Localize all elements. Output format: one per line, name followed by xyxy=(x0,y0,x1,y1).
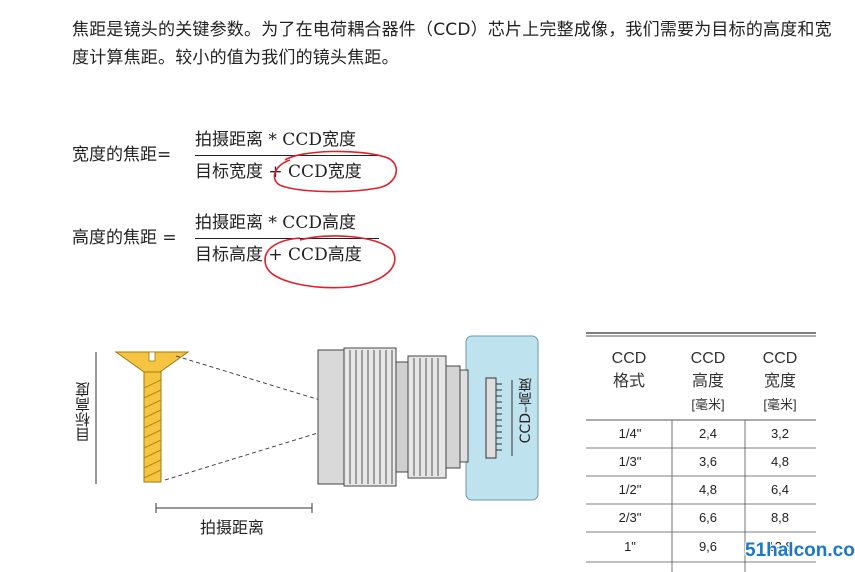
distance-dimension xyxy=(155,503,313,513)
formula-width-denominator: 目标宽度 + CCD宽度 xyxy=(195,162,362,183)
formula-width-numerator: 拍摄距离 * CCD宽度 xyxy=(195,130,356,150)
formula-height-denominator: 目标高度 + CCD高度 xyxy=(195,245,362,266)
table-header-height: CCD 高度 [毫米] xyxy=(690,350,726,412)
fraction-bar xyxy=(195,155,379,157)
formula-width-lhs: 宽度的焦距= xyxy=(72,145,172,165)
fraction-bar xyxy=(195,238,379,240)
red-annotation-circle-width xyxy=(273,150,398,193)
distance-label: 拍摄距离 xyxy=(200,518,265,537)
table-rules xyxy=(586,332,816,572)
ccd-height-label: CCD–高度 xyxy=(518,378,534,444)
watermark: 51halcon.com xyxy=(745,540,855,561)
formula-height-numerator: 拍摄距离 * CCD高度 xyxy=(195,213,356,233)
lens-illustration xyxy=(317,347,461,487)
formula-height-fraction: 拍摄距离 * CCD高度 目标高度 + CCD高度 xyxy=(195,209,379,269)
formula-width-fraction: 拍摄距离 * CCD宽度 目标宽度 + CCD宽度 xyxy=(195,126,379,186)
table-header-format: CCD 格式 xyxy=(611,350,647,390)
table-header-width: CCD 宽度 [毫米] xyxy=(762,350,798,412)
ccd-camera-illustration xyxy=(459,335,539,501)
red-annotation-circle-height xyxy=(264,235,396,289)
target-height-label: 目标高度 xyxy=(74,382,92,442)
screw-illustration xyxy=(114,351,190,483)
intro-paragraph: 焦距是镜头的关键参数。为了在电荷耦合器件（CCD）芯片上完整成像，我们需要为目标… xyxy=(72,20,832,68)
formula-height-lhs: 高度的焦距 = xyxy=(72,228,177,248)
